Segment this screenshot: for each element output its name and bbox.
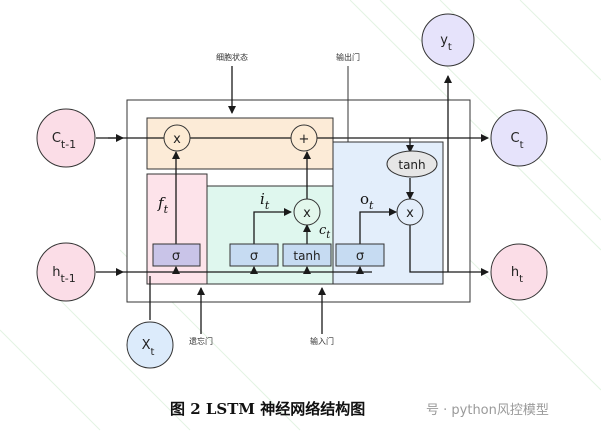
output-sigma-gate: σ — [335, 243, 385, 267]
forget-sigma-gate: σ — [152, 243, 201, 267]
svg-text:Xt: Xt — [142, 338, 155, 358]
forget-sigma-label: σ — [172, 249, 180, 264]
output-tanh-label: tanh — [398, 158, 425, 172]
cell-add-symbol: + — [299, 132, 310, 147]
output-sigma-path — [359, 208, 397, 244]
input-sigma-gate: σ — [229, 243, 279, 267]
cell-mul-symbol: x — [173, 132, 181, 147]
output-mul-symbol: x — [406, 206, 414, 221]
h-t-node: ht — [490, 243, 548, 301]
o-t-symbol: ot — [360, 190, 374, 212]
forget-gate-label: 遗忘门 — [189, 336, 213, 346]
watermark-text: 号 · python风控模型 — [426, 403, 549, 418]
cell-mul-op: x — [163, 124, 191, 152]
input-tanh-label: tanh — [293, 249, 320, 263]
output-tanh-op: tanh — [386, 150, 438, 178]
input-tanh-gate: tanh — [282, 243, 332, 267]
c-t-node: Ct — [490, 109, 548, 167]
c-prev-node: Ct-1 — [36, 108, 96, 168]
x-t-node: Xt — [126, 321, 174, 369]
forget-gate-region — [146, 173, 208, 285]
cell-state-label: 细胞状态 — [216, 52, 248, 62]
output-mul-op: x — [396, 198, 424, 226]
svg-text:Ct-1: Ct-1 — [52, 131, 76, 151]
svg-text:yt: yt — [440, 33, 452, 53]
input-sigma-label: σ — [250, 249, 258, 264]
output-to-ht — [409, 225, 489, 276]
output-sigma-label: σ — [356, 249, 364, 264]
f-t-symbol: ft — [157, 194, 169, 216]
y-t-node: yt — [421, 13, 475, 67]
output-gate-label: 输出门 — [336, 52, 360, 62]
svg-text:ht-1: ht-1 — [52, 265, 76, 285]
figure-caption: 图 2 LSTM 神经网络结构图 — [170, 400, 365, 418]
i-t-symbol: it — [260, 190, 270, 212]
input-mul-symbol: x — [303, 206, 311, 221]
cell-add-op: + — [290, 124, 318, 152]
input-mul-op: x — [293, 198, 321, 226]
svg-text:Ct: Ct — [511, 131, 524, 151]
input-sigma-path — [253, 208, 292, 244]
svg-text:ht: ht — [511, 265, 523, 285]
c-t-symbol: ct — [319, 223, 331, 241]
input-gate-label: 输入门 — [310, 336, 334, 346]
h-prev-node: ht-1 — [36, 242, 96, 302]
